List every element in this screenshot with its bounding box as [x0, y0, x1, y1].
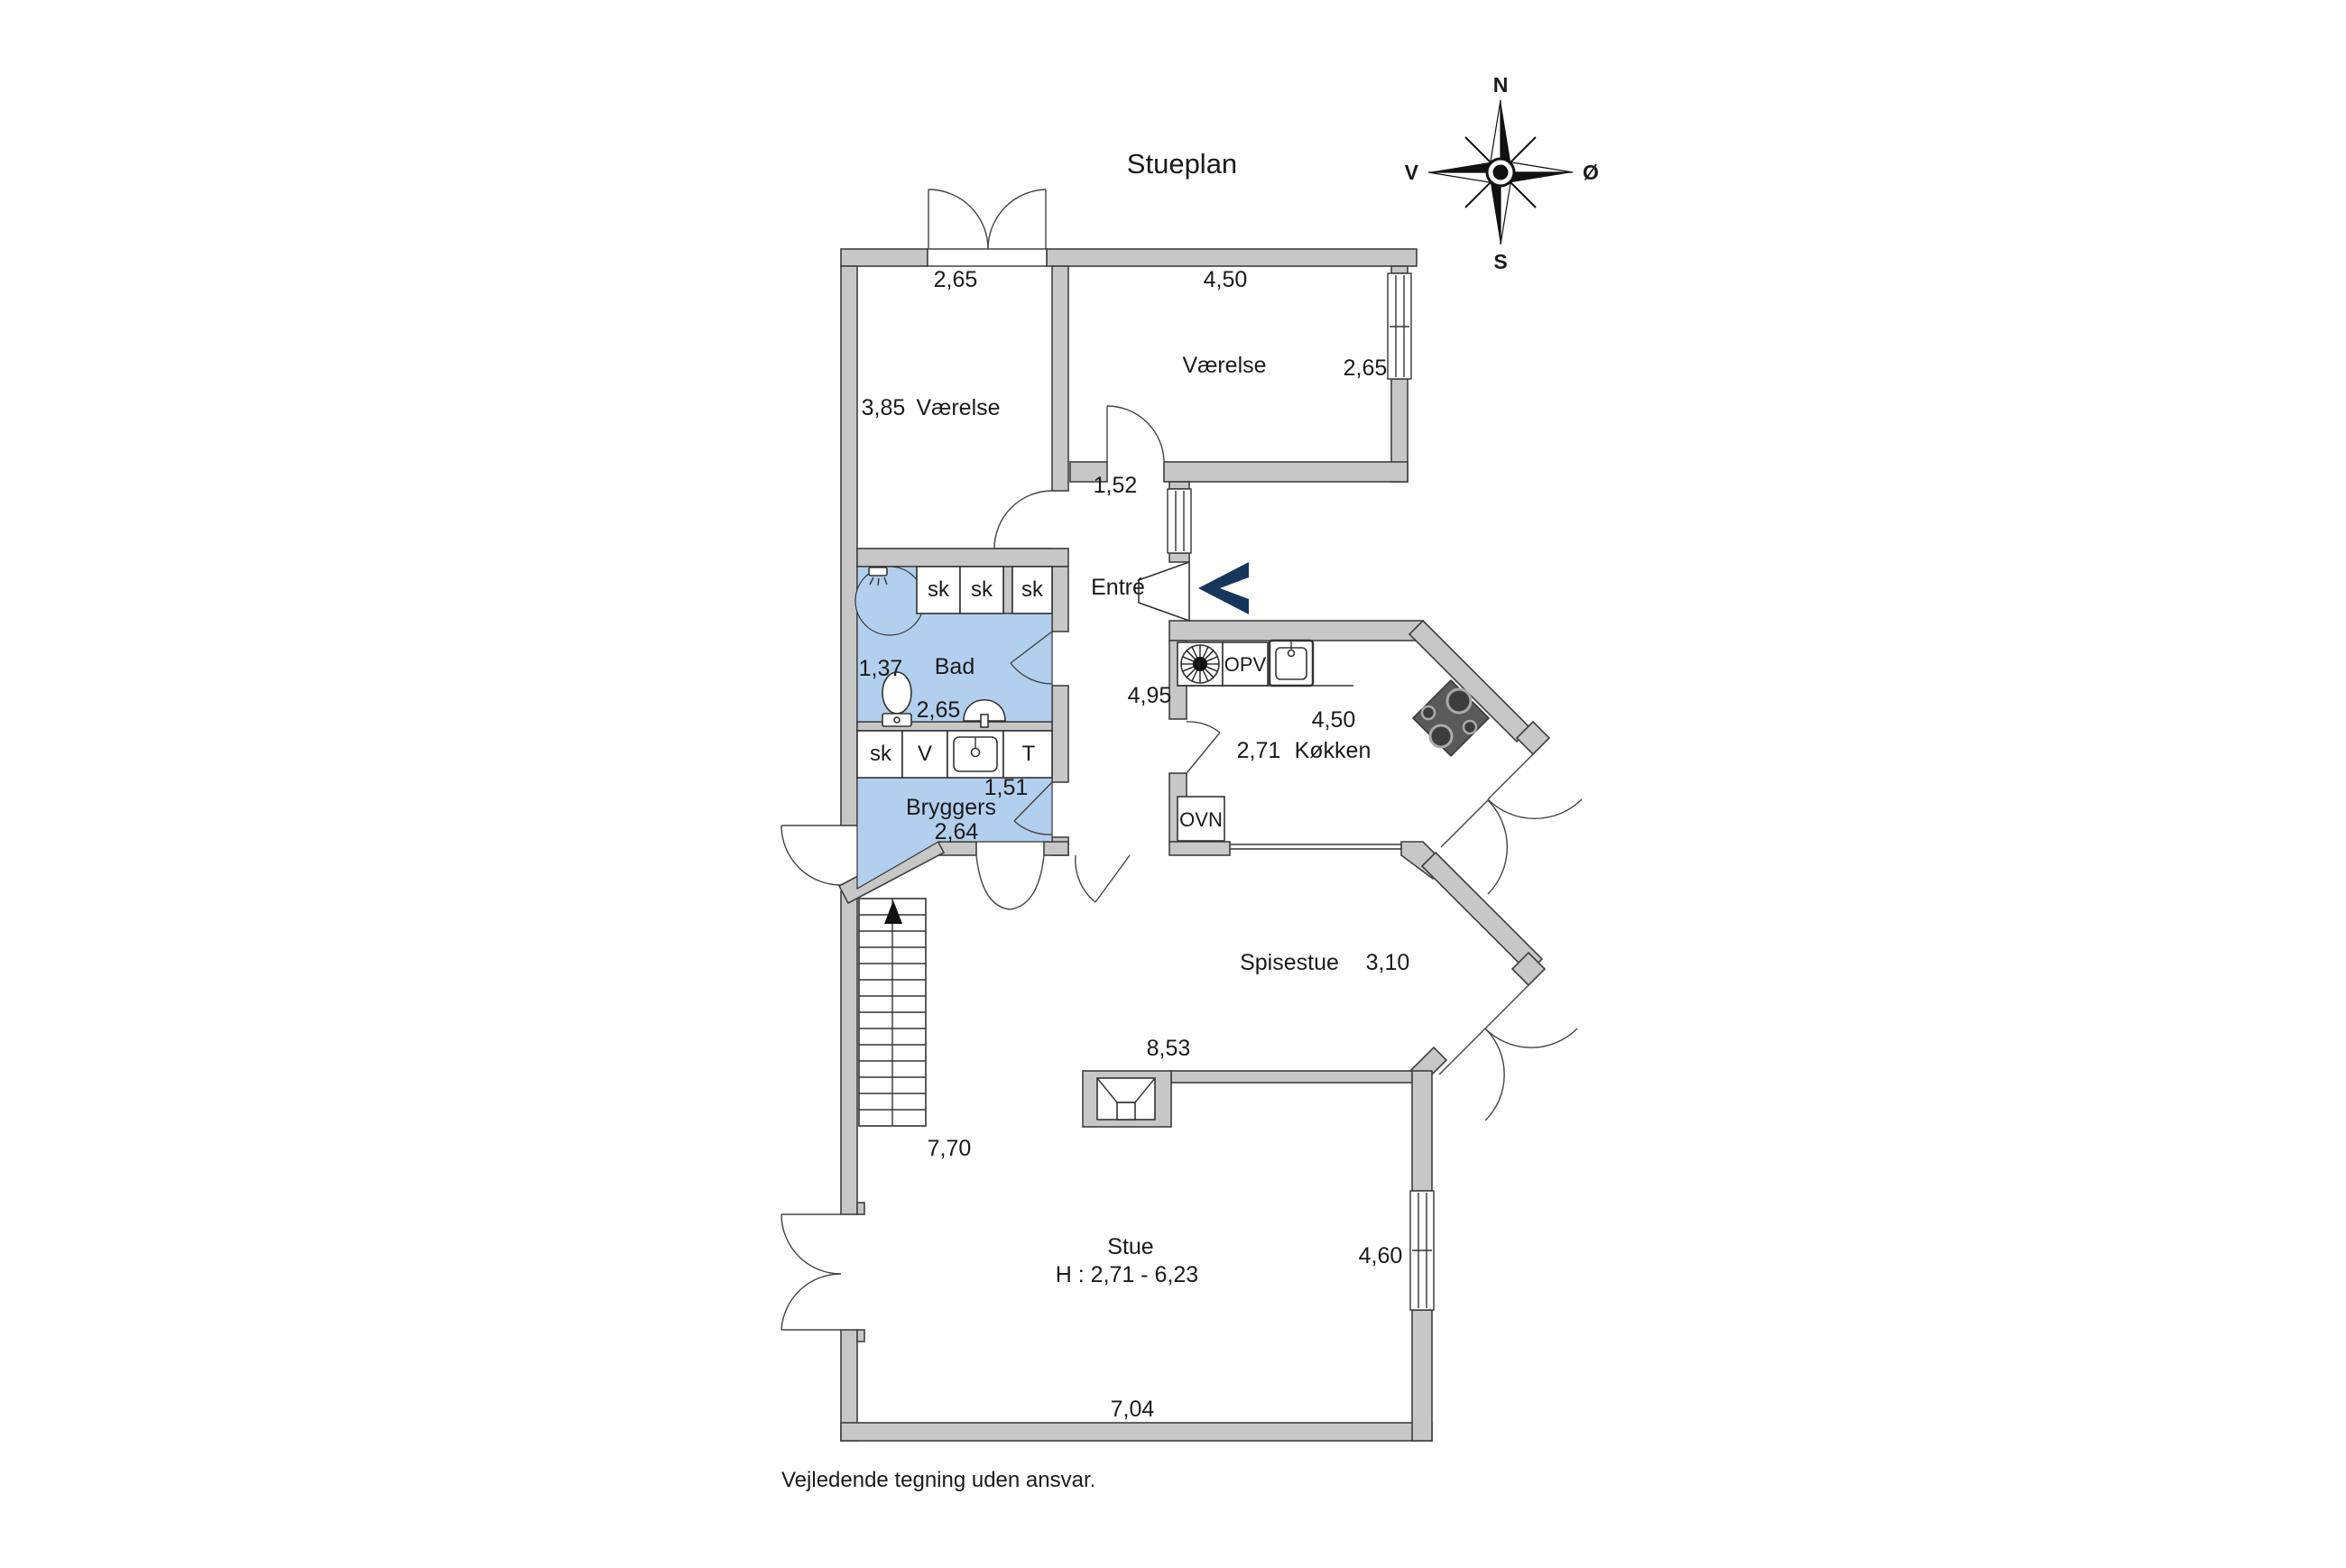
room-label-bedroom-left: Værelse: [916, 395, 1000, 420]
fireplace: [1082, 1070, 1172, 1128]
compass-south: S: [1493, 250, 1507, 273]
dim-kitchen-side: 2,71: [1237, 738, 1281, 763]
disclaimer-text: Vejledende tegning uden ansvar.: [781, 1468, 1095, 1492]
room-label-kitchen: Køkken: [1295, 738, 1372, 763]
toilet-icon: [882, 671, 912, 727]
utility-sink-icon: [953, 736, 998, 772]
french-doors-kitchen: [1440, 752, 1583, 895]
dryer-label: T: [1022, 742, 1036, 766]
door-bedroom-left: [993, 490, 1053, 549]
kitchen-diagonal-wall: [1408, 619, 1532, 743]
closet-box: [916, 566, 961, 614]
room-label-stue: Stue: [1107, 1234, 1153, 1259]
door-exterior-west: [780, 825, 842, 886]
entrance-door: [1138, 560, 1190, 623]
dishwasher-label: OPV: [1224, 653, 1267, 676]
compass-north: N: [1493, 73, 1509, 97]
oven-box: [1177, 796, 1225, 842]
shower-area: [854, 566, 925, 636]
door-bath: [1010, 631, 1053, 685]
page-title: Stueplan: [1127, 148, 1237, 180]
dim-stue-bottom: 7,04: [1111, 1397, 1155, 1422]
compass-west: V: [1405, 161, 1419, 184]
washer-label: V: [918, 742, 932, 766]
dim-bath-side: 1,37: [859, 656, 903, 681]
dim-entre-wall: 4,95: [1128, 683, 1172, 708]
stove-icon: [1411, 678, 1491, 758]
kitchen-fan-icon: [1177, 641, 1224, 687]
dim-dining: 3,10: [1366, 950, 1410, 975]
closet-label: sk: [1021, 577, 1044, 602]
door-corridor: [1106, 405, 1165, 463]
stue-ceiling-height: H : 2,71 - 6,23: [1056, 1262, 1198, 1287]
dim-stue-window: 4,60: [1359, 1243, 1403, 1268]
room-label-entre: Entré: [1091, 575, 1145, 600]
wet-rooms: [854, 566, 1053, 890]
window-entre: [1167, 488, 1192, 554]
room-label-bath: Bad: [935, 654, 974, 679]
dim-kitchen-top: 4,50: [1312, 707, 1356, 733]
top-door-opening: [927, 248, 1048, 267]
walls: [837, 248, 1551, 1442]
shower-icon: [868, 567, 888, 586]
double-door-stue: [780, 1213, 842, 1331]
dim-bath-bottom: 2,65: [917, 697, 961, 723]
dim-bedroom-left-top: 2,65: [934, 267, 978, 292]
labels: Stueplan 2,65 4,50 Værelse 2,65 3,85 Vær…: [781, 148, 1409, 1492]
nav-arrow[interactable]: [1198, 562, 1249, 614]
window-bedroom-right: [1387, 272, 1412, 380]
double-swing-door-utility: [975, 854, 1045, 910]
closet-label: sk: [971, 577, 993, 602]
dim-bedroom-right-side: 2,65: [1344, 355, 1388, 381]
kitchen-dining-partition: [1230, 844, 1401, 850]
dim-bedroom-left-side: 3,85: [862, 395, 906, 420]
room-label-utility: Bryggers: [906, 795, 996, 820]
dryer-box: [1002, 730, 1053, 779]
compass-east: Ø: [1583, 161, 1599, 184]
washer-box: [901, 730, 948, 779]
dim-corridor: 1,52: [1094, 473, 1138, 498]
compass-rose: N S V Ø: [1405, 73, 1599, 273]
closet-label: sk: [870, 742, 892, 766]
windows: [1167, 272, 1435, 1311]
door-hall: [1075, 854, 1131, 903]
stairs-up-arrow: [884, 900, 902, 924]
french-doors-dining: [1438, 982, 1578, 1121]
dim-bedroom-right-top: 4,50: [1204, 267, 1248, 292]
closet-label: sk: [928, 577, 950, 602]
dim-stue-left: 7,70: [928, 1136, 972, 1161]
door-utility: [1013, 781, 1053, 835]
kitchen-sink-icon: [1268, 639, 1315, 687]
closet-box: [1011, 566, 1053, 614]
doors: [780, 189, 1583, 1331]
door-kitchen: [1186, 721, 1221, 774]
staircase: [858, 898, 927, 1127]
dim-stue-top: 8,53: [1147, 1036, 1191, 1061]
dining-diagonal-wall: [1420, 851, 1544, 974]
closet-box: [959, 566, 1004, 614]
closet-box: [856, 730, 903, 779]
dim-utility: 2,64: [935, 819, 979, 844]
fixtures: [856, 566, 1491, 1128]
room-label-bedroom-right: Værelse: [1182, 353, 1266, 378]
oven-label: OVN: [1179, 808, 1223, 831]
dim-utility-door: 1,51: [984, 775, 1029, 800]
dishwasher-box: [1222, 641, 1269, 687]
window-stue: [1409, 1190, 1435, 1311]
room-label-dining: Spisestue: [1240, 950, 1339, 975]
bath-sink-icon: [963, 699, 1006, 728]
double-door-top: [928, 189, 1047, 250]
